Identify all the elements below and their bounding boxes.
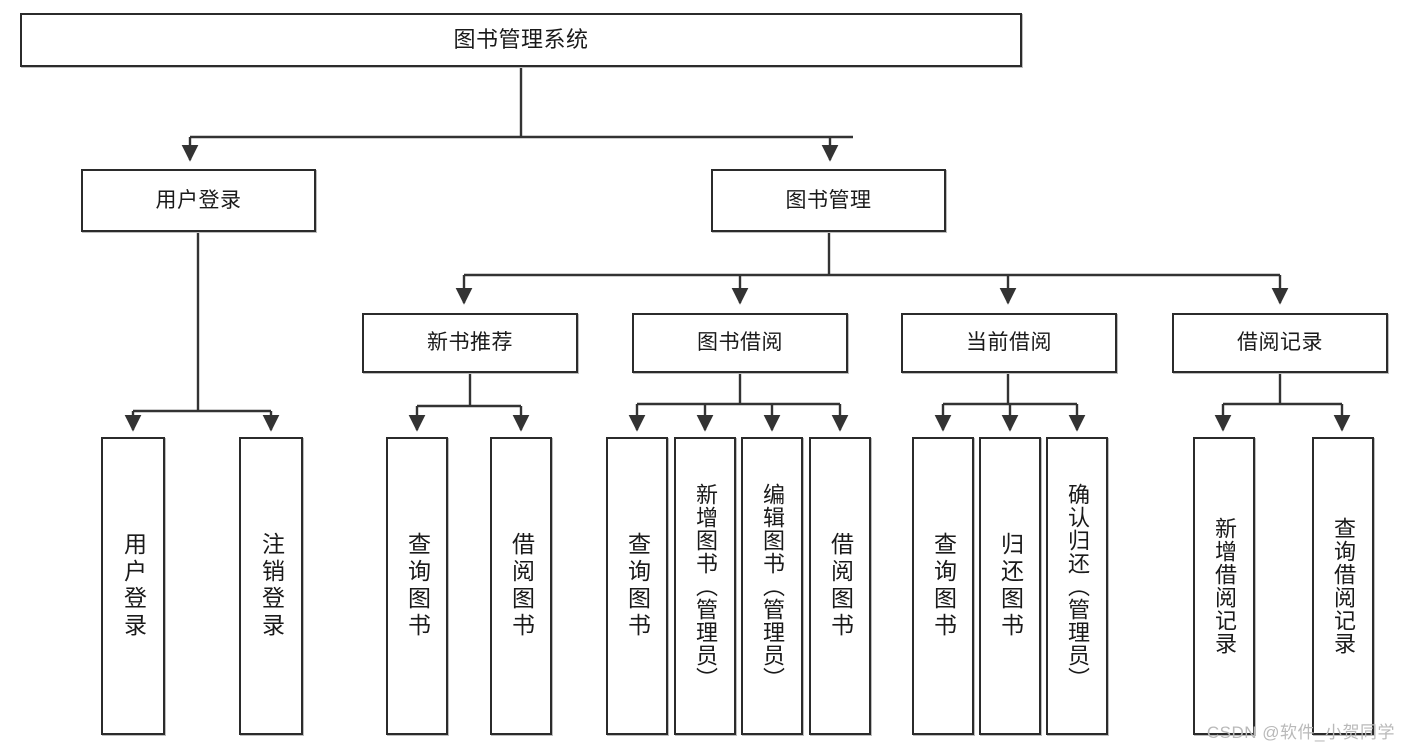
node-label: 归还图书 [997,532,1024,640]
node-book-management[interactable]: 图书管理 [711,169,946,232]
leaf-current-borrow-return[interactable]: 归还图书 [979,437,1041,735]
node-label: 借阅图书 [827,532,854,640]
node-root-system[interactable]: 图书管理系统 [20,13,1022,67]
node-label: 用户登录 [155,188,242,212]
leaf-book-borrow-add-admin[interactable]: 新增图书（管理员） [674,437,736,735]
leaf-new-book-borrow[interactable]: 借阅图书 [490,437,552,735]
leaf-user-login-login[interactable]: 用户登录 [101,437,165,735]
node-label: 图书管理 [785,188,872,212]
leaf-borrow-record-query[interactable]: 查询借阅记录 [1312,437,1374,735]
node-label: 借阅图书 [508,532,535,640]
node-label: 借阅记录 [1237,331,1323,355]
node-label: 查询图书 [624,532,651,640]
node-user-login[interactable]: 用户登录 [81,169,316,232]
node-new-book-recommend[interactable]: 新书推荐 [362,313,578,373]
node-book-borrow[interactable]: 图书借阅 [632,313,848,373]
leaf-user-login-logout[interactable]: 注销登录 [239,437,303,735]
node-label: 图书管理系统 [453,26,589,52]
node-label: 编辑图书（管理员） [760,482,785,690]
node-label: 图书借阅 [697,331,783,355]
node-label: 查询图书 [404,532,431,640]
leaf-current-borrow-query[interactable]: 查询图书 [912,437,974,735]
leaf-new-book-query[interactable]: 查询图书 [386,437,448,735]
leaf-current-borrow-confirm-admin[interactable]: 确认归还（管理员） [1046,437,1108,735]
node-label: 新增图书（管理员） [693,482,718,690]
leaf-borrow-record-add[interactable]: 新增借阅记录 [1193,437,1255,735]
node-label: 查询借阅记录 [1331,517,1356,655]
leaf-book-borrow-query[interactable]: 查询图书 [606,437,668,735]
node-borrow-record[interactable]: 借阅记录 [1172,313,1388,373]
node-label: 查询图书 [930,532,957,640]
node-label: 新书推荐 [427,331,513,355]
leaf-book-borrow-borrow[interactable]: 借阅图书 [809,437,871,735]
node-label: 用户登录 [120,532,147,640]
leaf-book-borrow-edit-admin[interactable]: 编辑图书（管理员） [741,437,803,735]
node-label: 注销登录 [258,532,285,640]
node-current-borrow[interactable]: 当前借阅 [901,313,1117,373]
node-label: 确认归还（管理员） [1065,482,1090,690]
node-label: 新增借阅记录 [1212,517,1237,655]
node-label: 当前借阅 [966,331,1052,355]
